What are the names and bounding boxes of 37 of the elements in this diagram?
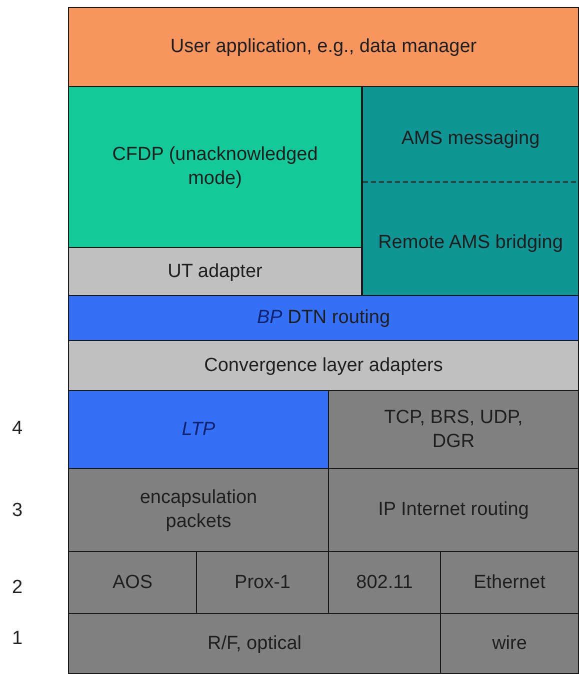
layer-label: LTP [180, 418, 216, 442]
layer-label: Prox-1 [234, 570, 292, 594]
layer-number: 1 [12, 628, 23, 650]
layer-label: 802.11 [355, 570, 414, 594]
layer-number: 3 [12, 500, 23, 522]
layer-box [328, 468, 579, 552]
layer-box [362, 86, 579, 296]
layer-box [328, 390, 579, 469]
layer-box [68, 390, 329, 469]
layer-box [440, 613, 579, 674]
layer-label: wire [491, 632, 528, 656]
layer-label: TCP, BRS, UDP, DGR [383, 406, 524, 454]
layer-box [68, 468, 329, 552]
layer-label: BP DTN routing [256, 306, 392, 330]
layer-label: UT adapter [166, 260, 264, 284]
layer-box [68, 340, 579, 391]
layer-box [68, 247, 362, 296]
layer-label: User application, e.g., data manager [169, 35, 478, 59]
layer-box [196, 551, 329, 614]
layer-label: R/F, optical [206, 632, 302, 656]
layer-label: IP Internet routing [377, 498, 530, 522]
layer-label: Convergence layer adapters [203, 354, 444, 378]
layer-box [328, 551, 441, 614]
layer-box [68, 613, 441, 674]
layer-label: AOS [111, 570, 154, 594]
layer-label: Remote AMS bridging [377, 231, 564, 255]
layer-box [440, 551, 579, 614]
layer-box [68, 7, 579, 87]
layer-label: CFDP (unacknowledged mode) [111, 143, 319, 191]
layer-label: encapsulation packets [138, 486, 258, 534]
layer-label: AMS messaging [400, 127, 541, 151]
layer-box [68, 551, 197, 614]
layer-box [68, 295, 579, 341]
layer-number: 2 [12, 577, 23, 599]
layer-number: 4 [12, 418, 23, 440]
layer-label: Ethernet [472, 570, 546, 594]
layer-box [68, 86, 362, 248]
